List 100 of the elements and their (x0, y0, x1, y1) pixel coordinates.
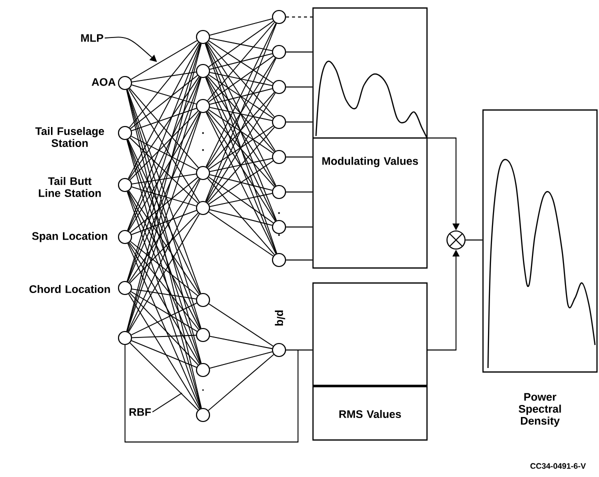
connection-line (208, 176, 274, 224)
connection-line (130, 137, 198, 204)
connection-line (209, 174, 273, 191)
signal-box: RMS Values (312, 282, 428, 441)
connection-line (124, 344, 298, 442)
input-label: Tail Butt Line Station (38, 177, 101, 197)
neuron-circle (272, 252, 286, 268)
connection-line (209, 88, 273, 105)
connection-line (206, 58, 276, 168)
connection-line (208, 160, 274, 205)
input-label: AOA (92, 78, 116, 86)
connection-line (129, 292, 199, 366)
connection-line (131, 210, 197, 235)
connection-line (131, 186, 197, 206)
connection-line (207, 178, 275, 256)
connection-line (206, 22, 276, 168)
connection-line (209, 72, 273, 86)
connection-line (131, 340, 197, 368)
connection-line (128, 42, 200, 180)
connection-line (205, 77, 277, 254)
connection-line (131, 84, 197, 104)
connection-line (129, 42, 199, 128)
connection-line (209, 107, 273, 121)
connection-line (130, 302, 198, 336)
connection-line (130, 136, 198, 170)
connection-line (128, 88, 200, 202)
neuron-circle (196, 98, 210, 114)
neuron-circle (196, 362, 210, 378)
connection-line (208, 20, 274, 68)
neuron-circle (272, 80, 286, 94)
connection-line (208, 74, 274, 119)
connection-line (209, 53, 273, 70)
neuron-circle (118, 126, 132, 140)
connection-line (127, 191, 201, 364)
connection-line (286, 86, 313, 88)
neuron-circle (272, 184, 286, 200)
connection-line (208, 354, 274, 411)
connection-line (209, 209, 273, 226)
connection-line (207, 110, 275, 188)
spectrum-plot-box (482, 109, 598, 373)
connection-line (129, 212, 199, 284)
connection-line (128, 178, 200, 283)
neuron-circle (196, 30, 210, 44)
connection-line (130, 240, 198, 296)
neuron-circle (272, 10, 286, 24)
leader-line (152, 392, 182, 412)
connection-line (128, 76, 200, 180)
connection-line (207, 126, 275, 204)
connection-line (206, 76, 276, 222)
ratio-label: p/q (274, 310, 286, 326)
connection-line (207, 92, 275, 168)
leader-line (104, 36, 157, 62)
connection-line (132, 334, 196, 338)
connection-line (128, 138, 200, 294)
connection-line (208, 56, 274, 102)
connection-line (128, 112, 200, 232)
connection-line (131, 108, 197, 132)
neuron-circle (118, 178, 132, 192)
connection-line (209, 351, 273, 369)
connection-line (286, 226, 313, 228)
connection-line (128, 242, 200, 364)
connection-line (205, 23, 277, 202)
connection-line (126, 139, 202, 409)
connection-line (208, 303, 274, 347)
connection-line (208, 109, 274, 154)
connection-line (206, 42, 276, 152)
connection-line (209, 193, 273, 207)
connection-line (206, 76, 276, 186)
neuron-circle (272, 342, 286, 358)
connection-line (127, 112, 201, 282)
input-label: Span Location (32, 232, 108, 242)
neuron-circle (196, 328, 210, 342)
connection-line (127, 243, 201, 409)
network-label: RBF (129, 408, 151, 416)
connection-line (128, 214, 200, 332)
connection-line (128, 190, 200, 295)
connection-line (132, 288, 196, 300)
connection-line (208, 125, 274, 170)
connection-line (205, 43, 277, 221)
input-label: Chord Location (29, 284, 110, 294)
network-label: MLP (81, 34, 104, 42)
connection-line (206, 92, 276, 202)
connection-line (207, 42, 275, 118)
connection-line (129, 88, 199, 168)
connection-line (128, 242, 200, 330)
connection-line (208, 40, 274, 84)
neuron-circle (118, 280, 132, 296)
connection-line (209, 18, 273, 36)
multiplier-symbol (446, 230, 466, 250)
connection-line (128, 294, 200, 410)
neuron-circle (272, 220, 286, 234)
neuron-circle (118, 76, 132, 90)
connection-line (126, 139, 202, 364)
connection-line (130, 291, 198, 332)
connection-line (130, 74, 198, 130)
connection-line (286, 156, 313, 158)
connection-line (132, 72, 196, 82)
connection-line (209, 336, 273, 350)
neuron-circle (196, 408, 210, 422)
neuron-circle (196, 292, 210, 308)
